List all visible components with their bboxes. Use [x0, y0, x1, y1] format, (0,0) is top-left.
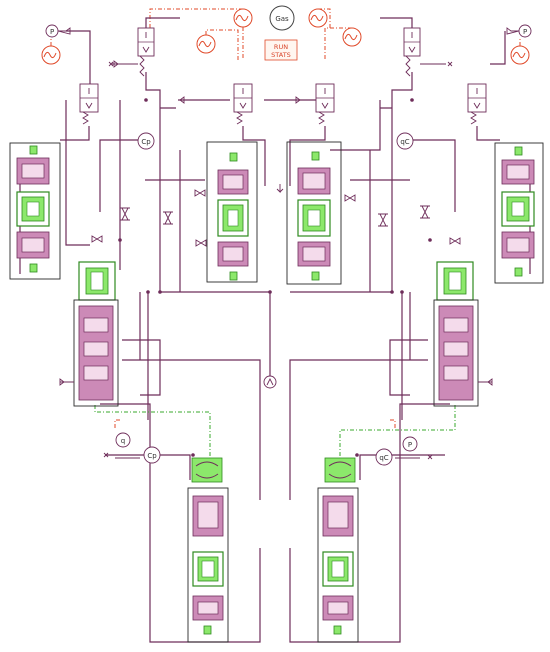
spool-valve-module-right[interactable]: [433, 261, 493, 407]
throttle-valve[interactable]: [420, 205, 430, 219]
pressure-sensor-cp-top[interactable]: Cp: [137, 132, 155, 150]
run-stats-line1: RUN: [274, 43, 288, 51]
throttle-valve[interactable]: [163, 211, 173, 225]
throttle-valve[interactable]: [120, 207, 130, 221]
directional-valve-top-right[interactable]: [403, 27, 446, 77]
function-generator-icon[interactable]: [510, 45, 530, 65]
function-generator-icon[interactable]: [196, 34, 216, 54]
sensor-label: P: [408, 441, 412, 449]
directional-valve-row2-1[interactable]: [79, 83, 99, 125]
cylinder-module-bottom-left[interactable]: [187, 457, 229, 643]
function-generator-icon[interactable]: [342, 27, 362, 47]
spool-valve-module-left[interactable]: [59, 261, 119, 407]
run-stats-button[interactable]: RUN STATS: [264, 39, 298, 61]
cylinder-module-right[interactable]: [494, 142, 544, 284]
function-generator-icon[interactable]: [41, 45, 61, 65]
gas-button[interactable]: Gas: [269, 5, 295, 31]
sensor-label: qC: [379, 454, 388, 462]
function-generator-icon[interactable]: [233, 8, 253, 28]
pipe-junctions: [118, 98, 432, 457]
pressure-sensor-cp-bottom[interactable]: Cp: [143, 446, 161, 464]
sensor-label: q: [121, 437, 125, 445]
pressure-source-right[interactable]: P: [506, 24, 532, 38]
sensor-label: Cp: [147, 452, 157, 460]
throttle-valve[interactable]: [344, 194, 356, 202]
pressure-sensor-p[interactable]: P: [402, 436, 418, 452]
function-generator-icon[interactable]: [308, 8, 328, 28]
throttle-valve[interactable]: [449, 237, 461, 245]
flow-sensor-qc-top[interactable]: qC: [396, 132, 414, 150]
pressure-source-left[interactable]: P: [45, 24, 71, 38]
sensor-label: Cp: [141, 138, 151, 146]
flow-sensor-qc-bottom[interactable]: qC: [375, 448, 393, 466]
exhaust-marks: [103, 61, 453, 460]
directional-valve-row2-4[interactable]: [467, 83, 487, 125]
pressure-source-label: P: [50, 28, 54, 36]
cylinder-module-center-right[interactable]: [286, 141, 342, 285]
throttle-valve[interactable]: [195, 239, 207, 247]
exhaust-port-icon: [263, 375, 277, 389]
throttle-valve[interactable]: [378, 213, 388, 227]
directional-valve-row2-2[interactable]: [233, 83, 253, 125]
throttle-valve[interactable]: [91, 235, 103, 243]
cylinder-module-left[interactable]: [9, 142, 61, 280]
throttle-valve[interactable]: [194, 189, 206, 197]
directional-valve-top-left[interactable]: [112, 27, 155, 77]
run-stats-line2: STATS: [271, 51, 291, 59]
gas-label: Gas: [275, 15, 289, 23]
directional-valve-row2-3[interactable]: [315, 83, 335, 125]
sensor-label: qC: [400, 138, 409, 146]
flow-sensor-q[interactable]: q: [115, 432, 131, 448]
outlet-arrow-icon: [179, 96, 301, 194]
cylinder-module-bottom-right[interactable]: [317, 457, 359, 643]
pressure-source-label: P: [523, 28, 527, 36]
cylinder-module-center-left[interactable]: [206, 141, 258, 283]
